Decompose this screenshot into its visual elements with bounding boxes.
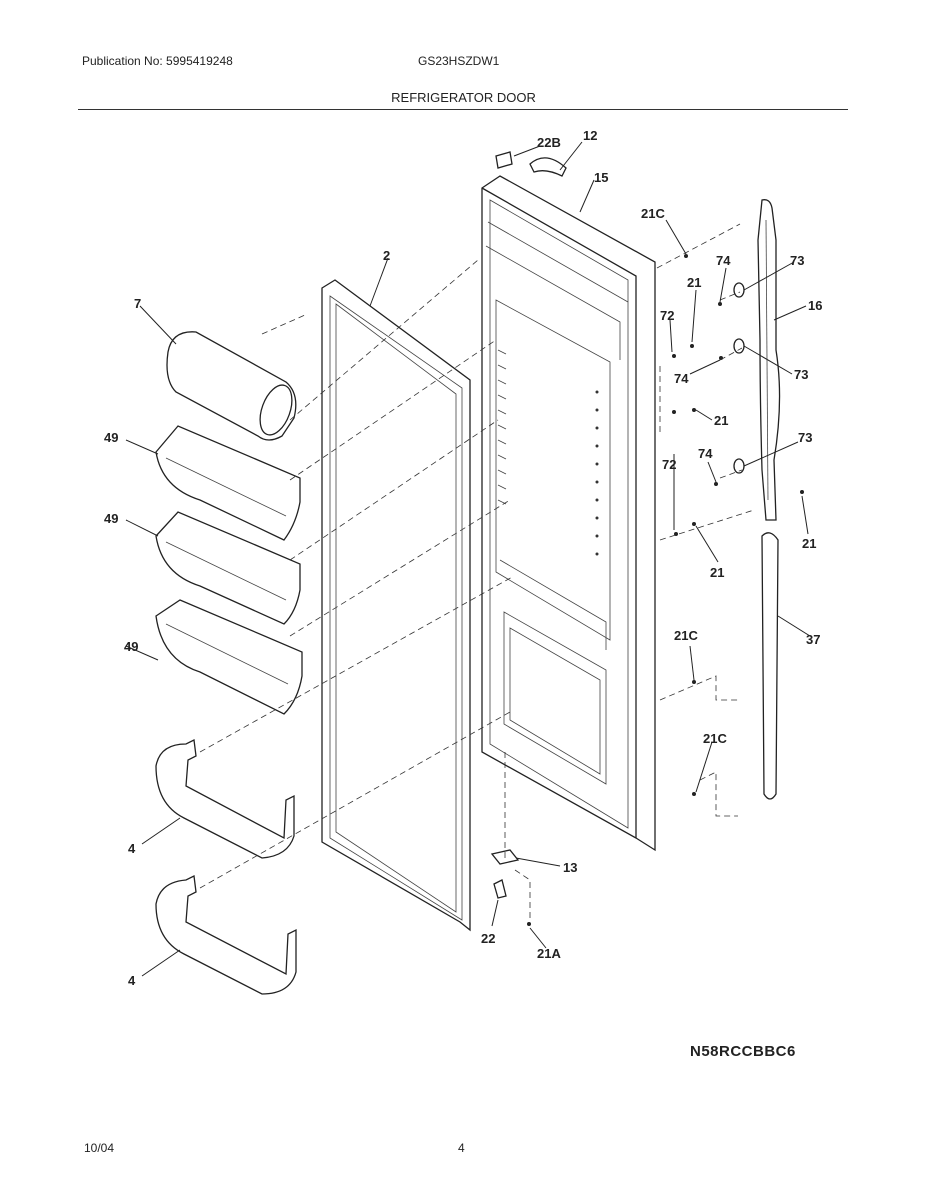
- handle-trim: [761, 532, 779, 800]
- callout-13: 13: [563, 860, 577, 875]
- callout-21a: 21A: [537, 946, 561, 961]
- footer-date: 10/04: [84, 1141, 115, 1155]
- callout-16: 16: [808, 298, 822, 313]
- callout-4-bot: 4: [128, 973, 136, 988]
- door-bin-49-bot: [155, 599, 303, 715]
- callout-12: 12: [583, 128, 597, 143]
- handle: [757, 199, 781, 521]
- callout-7: 7: [134, 296, 141, 311]
- callout-72-a: 72: [660, 308, 674, 323]
- door-bin-49-top: [155, 425, 301, 541]
- callout-73-a: 73: [790, 253, 804, 268]
- callout-21-d: 21: [802, 536, 816, 551]
- door-gasket: [321, 279, 471, 932]
- callout-73-c: 73: [798, 430, 812, 445]
- butter-compartment: [166, 331, 297, 441]
- callout-15: 15: [594, 170, 608, 185]
- callout-49-top: 49: [104, 430, 118, 445]
- page-number: 4: [458, 1141, 465, 1155]
- alignment-lines: [199, 223, 755, 920]
- callout-49-mid: 49: [104, 511, 118, 526]
- callout-72-b: 72: [662, 457, 676, 472]
- callout-21-b: 21: [714, 413, 728, 428]
- door-bin-49-mid: [155, 511, 301, 625]
- diagram-code: N58RCCBBC6: [690, 1043, 796, 1060]
- callout-21c-bot: 21C: [703, 731, 727, 746]
- callout-labels: 22B 12 15 2 7 49 49 49 4 4 21C 21 74 73 …: [104, 128, 822, 988]
- callout-21-c: 21: [710, 565, 724, 580]
- callout-21c-mid: 21C: [674, 628, 698, 643]
- door-shell: [481, 175, 656, 852]
- section-title: REFRIGERATOR DOOR: [391, 90, 536, 105]
- publication-number: Publication No: 5995419248: [82, 54, 233, 68]
- callout-22: 22: [481, 931, 495, 946]
- door-shelf-4-top: [155, 739, 295, 859]
- callout-2: 2: [383, 248, 390, 263]
- model-number: GS23HSZDW1: [418, 54, 500, 68]
- callout-49-bot: 49: [124, 639, 138, 654]
- leader-lines: [125, 141, 811, 977]
- callout-74-b: 74: [674, 371, 689, 386]
- callout-74-a: 74: [716, 253, 731, 268]
- callout-21-a: 21: [687, 275, 701, 290]
- callout-4-top: 4: [128, 841, 136, 856]
- callout-74-c: 74: [698, 446, 713, 461]
- callout-22b: 22B: [537, 135, 561, 150]
- hardware-parts: [490, 151, 804, 926]
- callout-73-b: 73: [794, 367, 808, 382]
- callout-21c-top: 21C: [641, 206, 665, 221]
- callout-37: 37: [806, 632, 820, 647]
- door-shelf-4-bot: [155, 875, 297, 995]
- header-divider: [78, 109, 848, 110]
